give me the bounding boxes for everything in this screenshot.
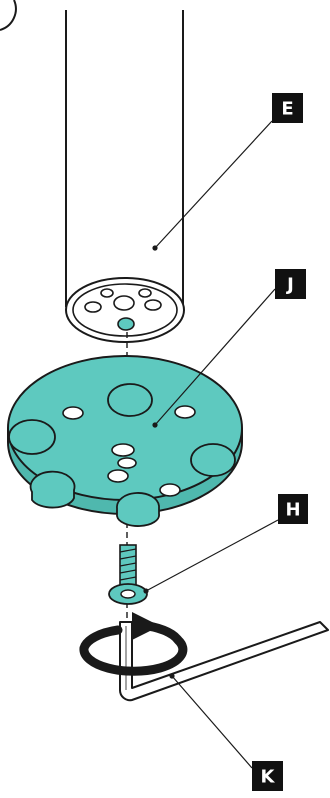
- label-e-text: E: [281, 99, 293, 120]
- leader-line-e: [154, 120, 273, 249]
- label-h: H: [278, 494, 308, 524]
- label-k-text: K: [261, 767, 276, 788]
- plate-hole: [190, 443, 236, 477]
- plate-slot: [174, 405, 196, 419]
- mounting-plate: [7, 355, 243, 527]
- bolt: [108, 544, 148, 605]
- tube-hole: [138, 288, 152, 298]
- label-k: K: [252, 761, 283, 791]
- tube-hole: [144, 299, 162, 311]
- plate-slot: [111, 443, 135, 457]
- allen-key: [118, 621, 329, 702]
- tube-hole: [113, 295, 135, 311]
- corner-arc: [0, 0, 17, 31]
- leader-line-j: [154, 288, 276, 426]
- plate-hole: [107, 383, 153, 417]
- rotate-arrow-icon: [79, 612, 188, 676]
- leg-tube: [65, 10, 185, 343]
- tube-hole: [100, 288, 114, 298]
- leader-line-h: [145, 519, 279, 592]
- label-e: E: [272, 93, 303, 123]
- leader-line-k: [171, 675, 253, 769]
- plate-hole: [29, 470, 76, 509]
- label-h-text: H: [285, 500, 300, 521]
- plate-slot: [107, 469, 129, 483]
- plate-hole: [8, 419, 56, 455]
- tube-center-hole: [117, 317, 135, 331]
- label-j: J: [275, 269, 306, 299]
- label-j-text: J: [285, 275, 294, 296]
- tube-hole: [84, 301, 102, 313]
- plate-slot: [62, 406, 84, 420]
- plate-slot: [159, 483, 181, 497]
- plate-slot: [117, 457, 137, 469]
- plate-hole: [116, 492, 160, 527]
